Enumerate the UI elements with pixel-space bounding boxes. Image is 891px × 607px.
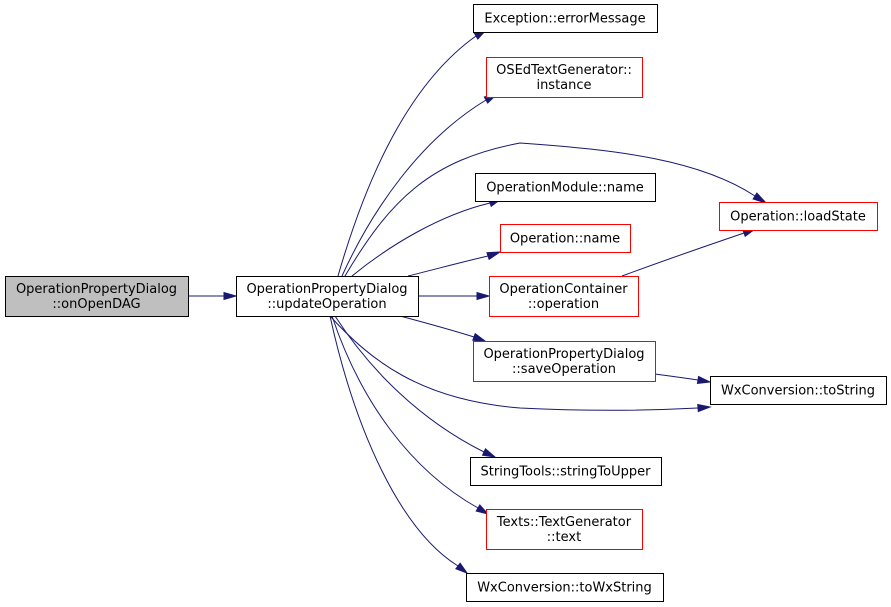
node-label-line: ::saveOperation [512, 362, 616, 377]
node-label-line: OperationModule::name [486, 181, 644, 196]
edge-line [334, 315, 485, 453]
edge-line [399, 315, 475, 338]
node-label-line: OperationPropertyDialog [16, 282, 177, 297]
edge-line [621, 232, 745, 277]
node-to-wx-string[interactable]: WxConversion::toWxString [466, 573, 664, 602]
edge-line [331, 315, 479, 509]
node-box [500, 224, 631, 253]
edge-line [407, 255, 489, 277]
edge-update_operation-to-operation_name [407, 251, 502, 277]
edge-line [351, 202, 491, 277]
node-label-line: ::operation [528, 297, 599, 312]
node-label-line: Operation::name [510, 232, 620, 247]
node-label-line: ::text [547, 530, 581, 545]
arrowhead [697, 403, 712, 413]
edge-line [337, 35, 477, 277]
node-label-line: WxConversion::toWxString [477, 581, 652, 596]
node-label-line: StringTools::stringToUpper [481, 465, 652, 480]
node-label-line: OperationContainer [499, 282, 628, 297]
edge-update_operation-to-text_generator_text [331, 315, 490, 515]
edge-update_operation-to-to_string [329, 315, 712, 413]
arrowhead [455, 562, 469, 575]
node-box [236, 276, 419, 317]
edge-save_operation-to-to_string [654, 373, 712, 385]
edge-update_operation-to-osed_instance [341, 93, 499, 277]
node-label-line: OSEdTextGenerator:: [496, 63, 632, 78]
edge-update_operation-to-module_name [351, 198, 503, 277]
node-box [486, 57, 643, 98]
edge-update_operation-to-to_wx_string [329, 315, 469, 575]
arrowhead [752, 192, 768, 205]
edge-update_operation-to-string_to_upper [334, 315, 497, 458]
node-on-open-dag[interactable]: OperationPropertyDialog::onOpenDAG [5, 276, 189, 317]
edge-container_operation-to-load_state [621, 228, 757, 277]
node-label-line: Exception::errorMessage [484, 12, 645, 27]
node-box [5, 276, 189, 317]
edge-line [654, 373, 699, 381]
node-box [719, 202, 878, 231]
arrowhead [223, 291, 238, 301]
node-load-state[interactable]: Operation::loadState [719, 202, 878, 231]
node-error-message[interactable]: Exception::errorMessage [473, 4, 658, 33]
node-label-line: ::updateOperation [267, 297, 386, 312]
node-box [466, 573, 664, 602]
node-label-line: OperationPropertyDialog [246, 282, 407, 297]
node-osed-instance[interactable]: OSEdTextGenerator::instance [486, 57, 643, 98]
edge-line [341, 99, 487, 277]
arrowhead [476, 291, 491, 301]
node-box [486, 509, 643, 550]
node-label-line: OperationPropertyDialog [483, 347, 644, 362]
node-save-operation[interactable]: OperationPropertyDialog::saveOperation [473, 341, 656, 382]
node-label-line: Operation::loadState [730, 210, 866, 225]
arrowhead [696, 375, 712, 385]
edge-on_open_dag-to-update_operation [188, 291, 238, 301]
edge-line [329, 315, 699, 411]
edges-layer [188, 29, 768, 575]
node-label-line: Texts::TextGenerator [496, 515, 632, 530]
node-box [489, 276, 639, 317]
node-operation-name[interactable]: Operation::name [500, 224, 631, 253]
node-container-operation[interactable]: OperationContainer::operation [489, 276, 639, 317]
edge-line [344, 142, 756, 277]
node-box [710, 376, 887, 405]
edge-update_operation-to-container_operation [418, 291, 491, 301]
node-update-operation[interactable]: OperationPropertyDialog::updateOperation [236, 276, 419, 317]
node-box [473, 341, 656, 382]
arrowhead [475, 504, 490, 515]
node-label-line: instance [536, 78, 591, 93]
arrowhead [481, 448, 497, 458]
node-box [473, 4, 658, 33]
arrowhead [472, 332, 487, 342]
node-module-name[interactable]: OperationModule::name [475, 173, 656, 202]
nodes-layer: OperationPropertyDialog::onOpenDAGOperat… [5, 4, 887, 602]
node-box [475, 173, 656, 202]
node-text-generator-text[interactable]: Texts::TextGenerator::text [486, 509, 643, 550]
node-label-line: WxConversion::toString [721, 384, 875, 399]
node-string-to-upper[interactable]: StringTools::stringToUpper [470, 457, 662, 486]
node-box [470, 457, 662, 486]
arrowhead [486, 251, 502, 261]
node-label-line: ::onOpenDAG [52, 297, 140, 312]
node-to-string[interactable]: WxConversion::toString [710, 376, 887, 405]
edge-update_operation-to-load_state [344, 142, 768, 277]
edge-update_operation-to-save_operation [399, 315, 487, 342]
edge-line [329, 315, 459, 567]
